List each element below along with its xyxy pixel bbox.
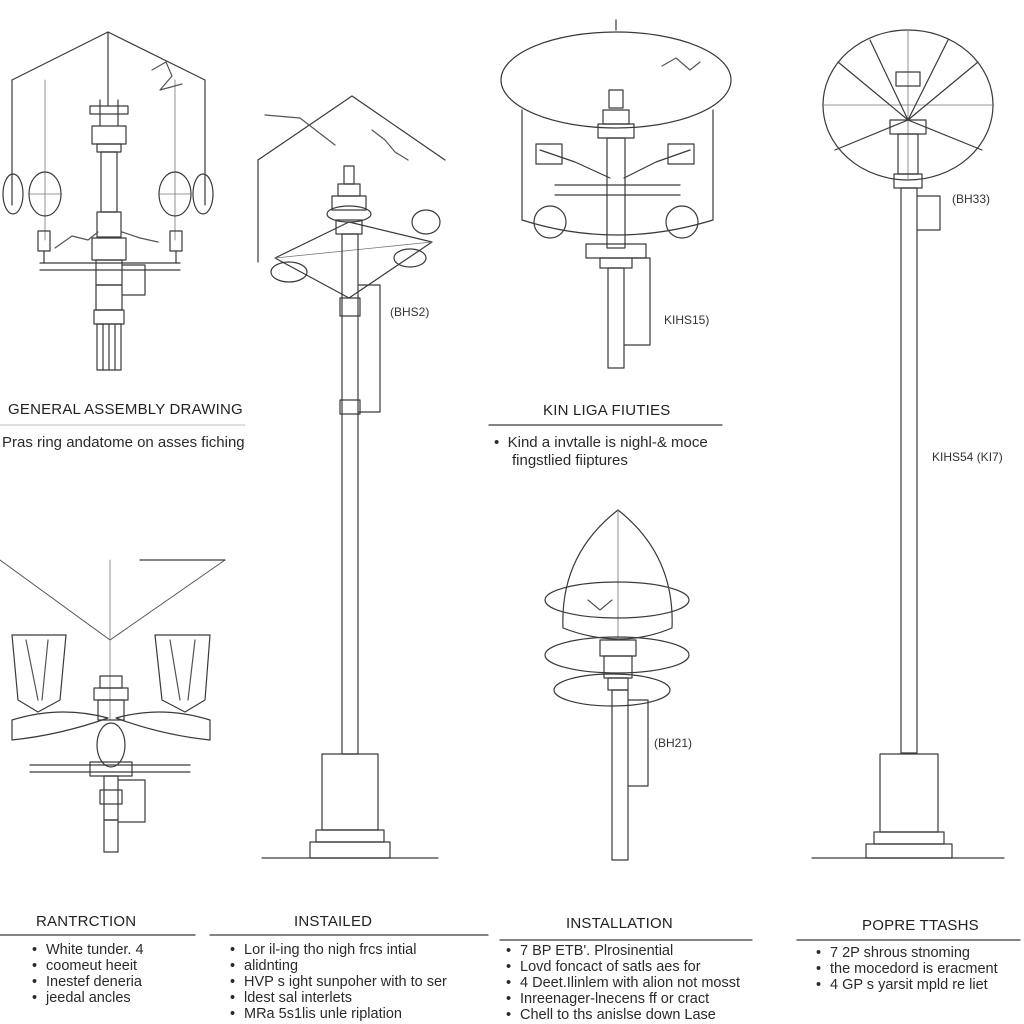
- footer-col2-title: INSTAILED: [294, 913, 373, 930]
- footer-col1-item: jeedal ancles: [28, 991, 144, 1007]
- pole-4-assembly: [811, 29, 1005, 859]
- footer-col4-list: 7 2P shrous stnoming the mocedord is era…: [812, 946, 998, 994]
- footer-col2-item: ldest sal interlets: [226, 991, 447, 1007]
- fixtures-bullet: • Kind a invtalle is nighl-& moce: [494, 434, 708, 451]
- footer-col4-item: the mocedord is eracment: [812, 962, 998, 978]
- fixture-lower-center-assembly: [544, 509, 690, 861]
- footer-col3-item: Lovd foncact of satls aes for: [502, 960, 740, 976]
- footer-col1-title: RANTRCTION: [36, 913, 137, 930]
- general-assembly-subtitle: Pras ring andatome on asses fiching: [2, 434, 245, 451]
- pole-4-mid-tag: KIHS54 (KI7): [932, 450, 1003, 464]
- general-assembly-title: GENERAL ASSEMBLY DRAWING: [8, 401, 243, 418]
- footer-col3-title: INSTALLATION: [566, 915, 673, 932]
- fixture-lower-left-assembly: [0, 559, 226, 853]
- footer-rules: [0, 424, 1021, 941]
- footer-col4-item: 4 GP s yarsit mpld re liet: [812, 978, 998, 994]
- footer-col3-list: 7 BP ETB'. Plrosinential Lovd foncact of…: [502, 944, 740, 1024]
- pole-2-assembly: [257, 95, 446, 859]
- footer-col2-list: Lor il-ing tho nigh frcs intial alidntin…: [226, 943, 447, 1023]
- footer-col1-item: White tunder. 4: [28, 943, 144, 959]
- pole-3-dome-assembly: [500, 19, 732, 369]
- pole-4-top-tag: (BH33): [952, 192, 991, 206]
- fixtures-bullet-line1: Kind a invtalle is nighl-& moce: [507, 434, 708, 451]
- fixture-top-left-assembly: [2, 31, 214, 371]
- footer-col1-item: coomeut heeit: [28, 959, 144, 975]
- pole-2-tag: (BHS2): [390, 305, 430, 319]
- footer-col3-item: Chell to ths anislse down Lase: [502, 1008, 740, 1024]
- fixtures-bullet-mark: •: [494, 434, 500, 451]
- footer-col3-item: Inreenager-lnecens ff or cract: [502, 992, 740, 1008]
- footer-col2-item: HVP s ight sunpoher with to ser: [226, 975, 447, 991]
- fixtures-bullet-line2: fingstlied fiiptures: [512, 452, 628, 469]
- footer-col1-item: Inestef deneria: [28, 975, 144, 991]
- footer-col2-item: alidnting: [226, 959, 447, 975]
- pole-3-tag: KIHS15): [664, 313, 710, 327]
- footer-col4-title: POPRE TTASHS: [862, 917, 979, 934]
- footer-col2-item: Lor il-ing tho nigh frcs intial: [226, 943, 447, 959]
- fixtures-title: KIN LIGA FIUTIES: [543, 402, 671, 419]
- footer-col1-list: White tunder. 4 coomeut heeit Inestef de…: [28, 943, 144, 1007]
- footer-col2-item: MRa 5s1lis unle riplation: [226, 1007, 447, 1023]
- lower-center-tag: (BH21): [654, 736, 693, 750]
- footer-col3-item: 7 BP ETB'. Plrosinential: [502, 944, 740, 960]
- footer-col3-item: 4 Deet.Ilinlem with alion not mosst: [502, 976, 740, 992]
- footer-col4-item: 7 2P shrous stnoming: [812, 946, 998, 962]
